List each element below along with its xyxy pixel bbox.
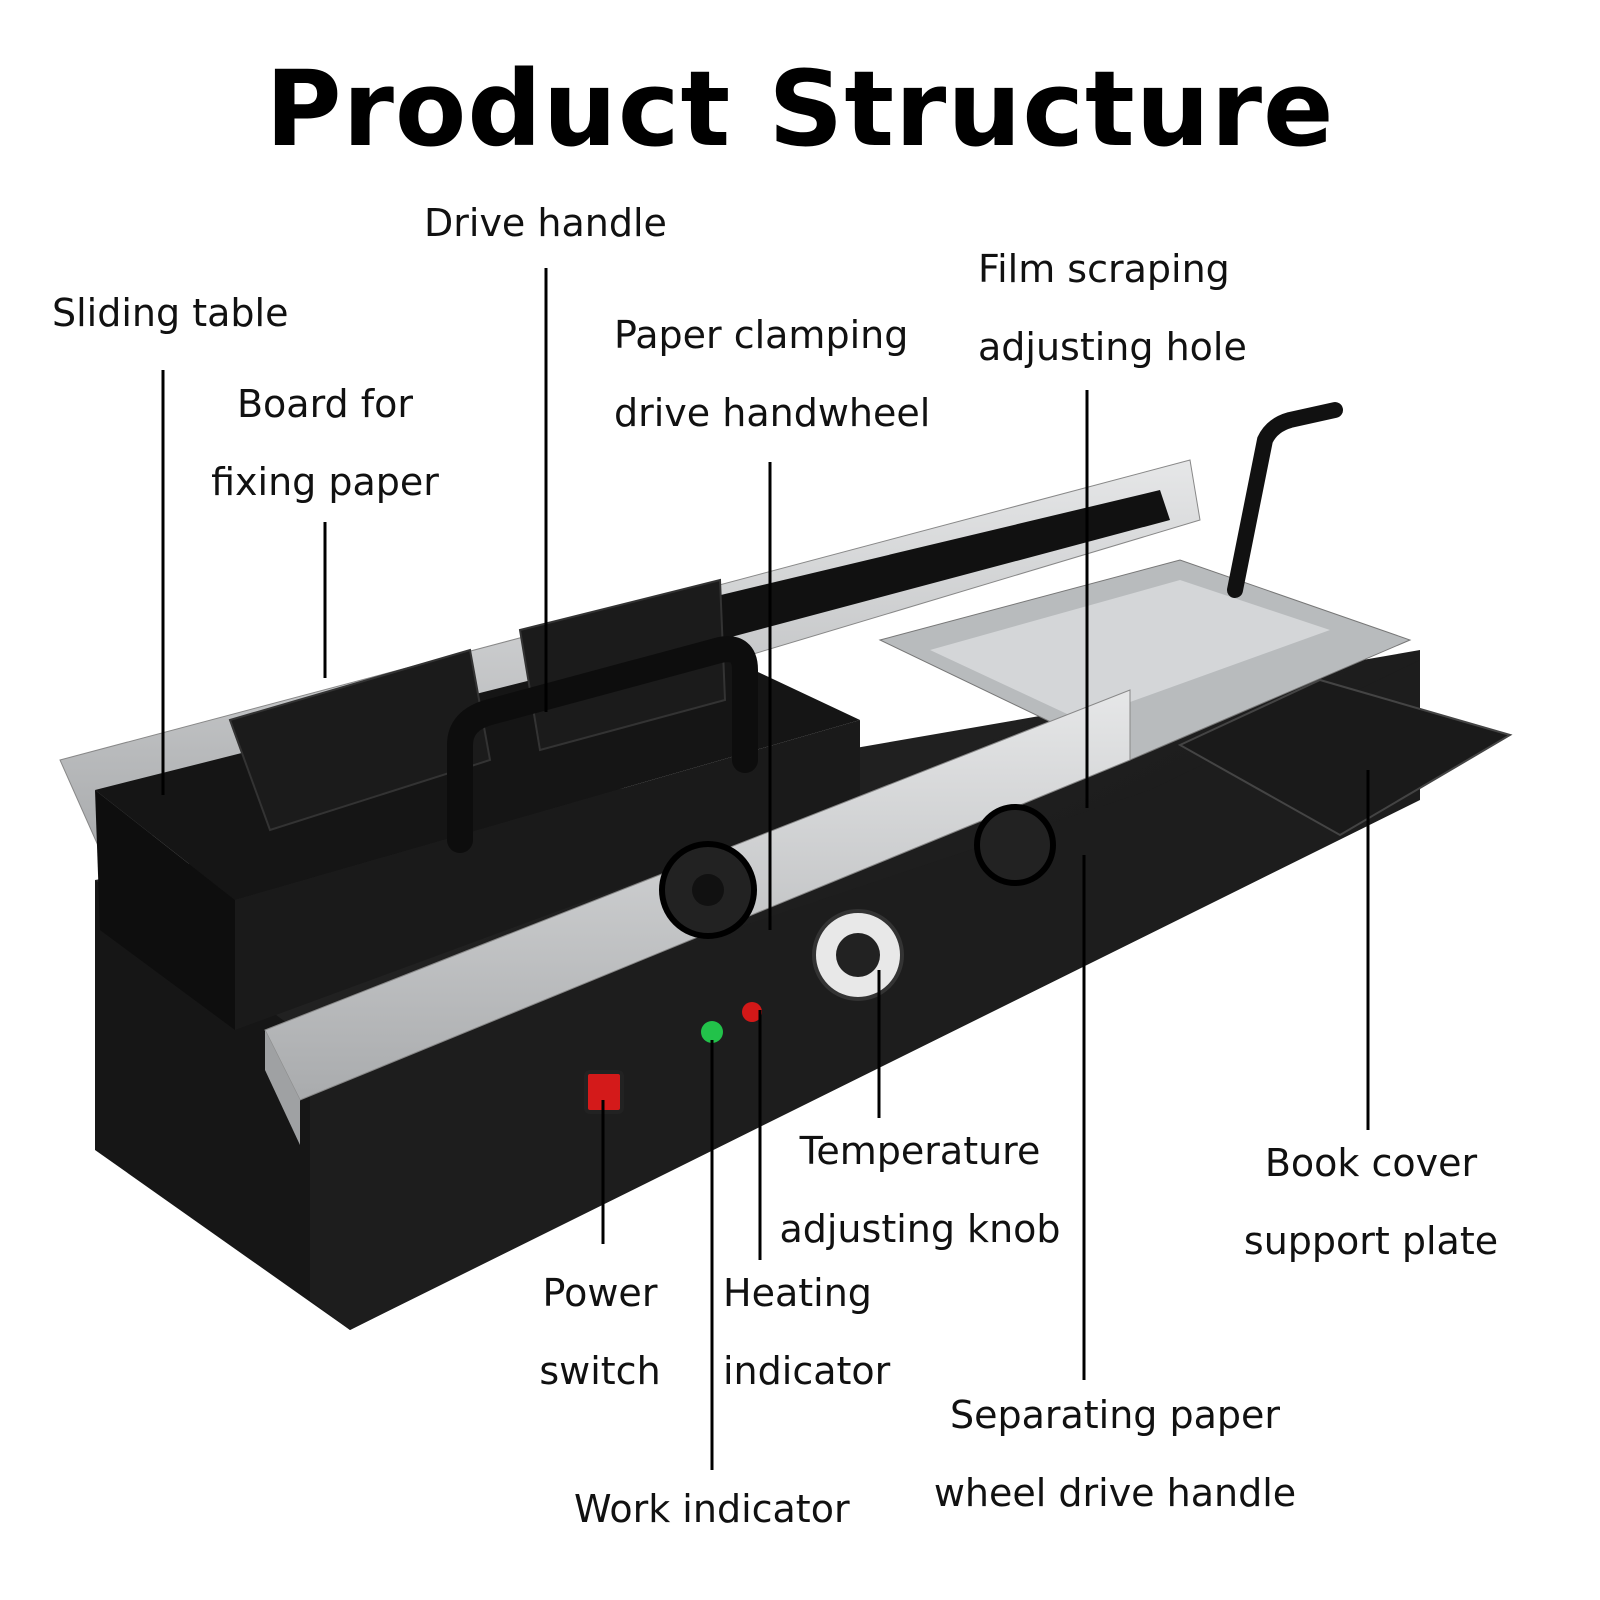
hand-crank: [1227, 402, 1343, 598]
sliding-table-side: [235, 720, 860, 1030]
label-separating-paper-handle: Separating paper wheel drive handle: [933, 1393, 1297, 1515]
label-temperature-knob: Temperature adjusting knob: [779, 1129, 1061, 1251]
label-paper-clamping-handwheel: Paper clamping drive handwheel: [614, 313, 931, 435]
page-title: Product Structure: [265, 48, 1335, 170]
work-indicator-light: [701, 1021, 723, 1043]
label-drive-handle: Drive handle: [424, 201, 667, 245]
label-sliding-table: Sliding table: [52, 291, 289, 335]
label-film-scraping-hole: Film scraping adjusting hole: [978, 247, 1247, 369]
steel-platform-inner: [930, 580, 1330, 720]
rear-rail-black-slot: [700, 490, 1170, 640]
label-board-fixing-paper: Board for fixing paper: [211, 382, 439, 504]
book-cover-plate: [1177, 678, 1513, 837]
fixing-board-left: [228, 648, 492, 832]
label-power-switch: Power switch: [539, 1271, 661, 1393]
heating-indicator-light: [742, 1002, 762, 1022]
label-book-cover-plate: Book cover support plate: [1243, 1141, 1499, 1263]
front-rail-face: [265, 1030, 300, 1145]
leader-lines: [161, 268, 1370, 1470]
sliding-table-front: [95, 790, 235, 1030]
label-heating-indicator: Heating indicator: [723, 1271, 891, 1393]
label-work-indicator: Work indicator: [574, 1487, 850, 1531]
drive-handle: [447, 636, 758, 853]
machine-base-front: [95, 880, 350, 1330]
separating-wheel: [974, 804, 1056, 886]
